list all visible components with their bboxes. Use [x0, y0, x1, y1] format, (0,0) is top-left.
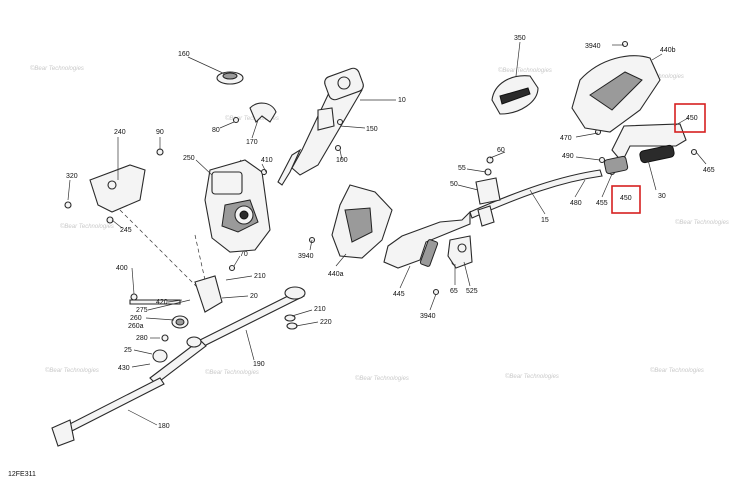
steering-column	[277, 67, 364, 186]
pitman-arm	[129, 275, 223, 363]
callout: 80	[212, 127, 220, 134]
callout: 470	[560, 135, 572, 142]
callout: 445	[393, 291, 405, 298]
callout: 320	[66, 173, 78, 180]
part-170	[249, 102, 277, 123]
power-steering-unit	[204, 159, 271, 253]
watermark: ©Bear Technologies	[30, 65, 84, 72]
callout: 55	[458, 165, 466, 172]
callout: 525	[466, 288, 478, 295]
callout: 50	[450, 181, 458, 188]
callout: 220	[320, 319, 332, 326]
callout: 3940	[420, 313, 436, 320]
callout: 210	[254, 273, 266, 280]
callout: 450	[620, 195, 632, 202]
bracket-525	[447, 235, 473, 269]
callout: 260	[130, 315, 142, 322]
callout: 60	[497, 147, 505, 154]
callout: 400	[116, 265, 128, 272]
part-350	[491, 75, 539, 115]
tie-rod-180	[51, 377, 165, 447]
callout: 440a	[328, 271, 344, 278]
callout: 15	[541, 217, 549, 224]
callout: 480	[570, 200, 582, 207]
watermark: ©Bear Technologies	[505, 373, 559, 380]
callout: 450	[686, 115, 698, 122]
callout: 65	[450, 288, 458, 295]
callout: 250	[183, 155, 195, 162]
diagram-code: 12FE311	[8, 471, 36, 478]
callout: 10	[398, 97, 406, 104]
callout: 190	[253, 361, 265, 368]
callout: 245	[120, 227, 132, 234]
watermark: ©Bear Technologies	[498, 67, 552, 74]
clamp-50	[475, 177, 501, 227]
watermark: ©Bear Technologies	[650, 367, 704, 374]
callout: 260a	[128, 323, 144, 330]
leader-lines	[67, 41, 707, 426]
callout: 420	[156, 299, 168, 306]
callout: 455	[596, 200, 608, 207]
callout: 100	[336, 157, 348, 164]
callout: 180	[158, 423, 170, 430]
highlight-box-450-lower	[611, 185, 641, 214]
watermark: ©Bear Technologies	[355, 375, 409, 382]
callout: 440b	[660, 47, 676, 54]
callout: 430	[118, 365, 130, 372]
callout: 410	[261, 157, 273, 164]
watermark: ©Bear Technologies	[45, 367, 99, 374]
callout: 3940	[585, 43, 601, 50]
handlebar-cover-440a	[331, 184, 393, 259]
callout: 275	[136, 307, 148, 314]
part-160	[216, 71, 244, 85]
callout: 3940	[298, 253, 314, 260]
highlight-boxes	[611, 103, 706, 214]
callout: 490	[562, 153, 574, 160]
callout: 25	[124, 347, 132, 354]
watermark: ©Bear Technologies	[60, 223, 114, 230]
callout: 70	[240, 251, 248, 258]
watermark: ©Bear Technologies	[225, 115, 279, 122]
highlight-box-450-upper	[674, 103, 706, 133]
tie-rod	[149, 286, 306, 385]
callout: 160	[178, 51, 190, 58]
grip-handle	[603, 123, 687, 175]
callout: 350	[514, 35, 526, 42]
callout: 30	[658, 193, 666, 200]
callout: 240	[114, 129, 126, 136]
handlebar	[383, 169, 603, 269]
callout: 280	[136, 335, 148, 342]
callout: 210	[314, 306, 326, 313]
washers	[284, 314, 298, 330]
callout: 465	[703, 167, 715, 174]
callout: 90	[156, 129, 164, 136]
watermark: ©Bear Technologies	[675, 219, 729, 226]
watermark: ©Bear Technologies	[205, 369, 259, 376]
callout: 170	[246, 139, 258, 146]
cover-440b	[571, 55, 661, 133]
callout: 20	[250, 293, 258, 300]
callout: 150	[366, 126, 378, 133]
bracket-240	[89, 164, 146, 213]
callout-labels: 160 80 170 10 150 100 240 90 320 245 250…	[66, 35, 715, 430]
